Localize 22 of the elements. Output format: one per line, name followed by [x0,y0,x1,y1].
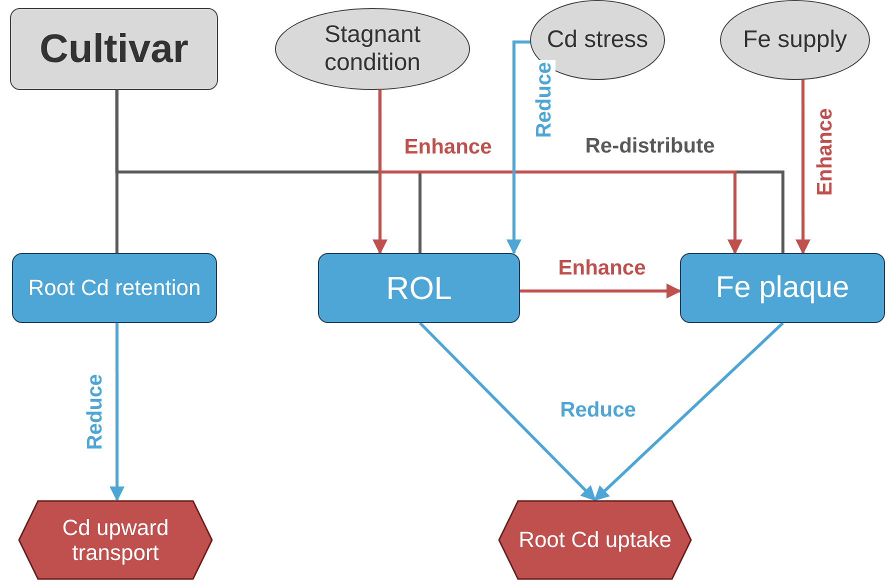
node-label: ROL [385,270,453,306]
arrow [796,80,810,254]
arrow [506,40,531,254]
process-box [12,253,217,323]
process-box [680,253,885,323]
node-label: Root Cd uptake [518,527,672,553]
outcome-hexagon [18,500,213,580]
arrow [110,323,125,502]
node-label: Fe plaque [714,270,850,306]
node-label: Cd upward transport [61,514,170,566]
outcome-hexagon [498,500,692,580]
factor-box [10,8,218,90]
node-label: Stagnant condition [323,21,422,77]
arrow [594,322,784,502]
process-box [318,253,520,323]
node-label: Root Cd retention [27,275,202,301]
arrow [378,90,742,254]
arrow [520,284,682,298]
node-label: Cd stress [546,26,650,54]
arrow [418,322,596,502]
node-label: Fe supply [742,26,848,54]
node-label: Cultivar [38,26,190,72]
